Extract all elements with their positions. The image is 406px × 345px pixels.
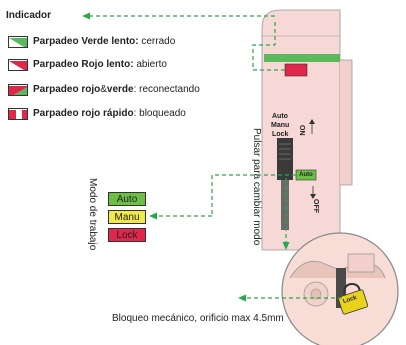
legend-rest: : bloqueado bbox=[133, 108, 186, 119]
switch-label-auto: Auto bbox=[272, 113, 288, 120]
red-fast-swatch bbox=[8, 108, 28, 120]
legend-rest: abierto bbox=[133, 59, 167, 70]
legend-bold-2: verde bbox=[106, 84, 134, 95]
legend-bold: Parpadeo Rojo lento: bbox=[33, 59, 134, 70]
switch-label-manu: Manu bbox=[271, 122, 290, 129]
switch-label-lock: Lock bbox=[272, 131, 289, 138]
mode-auto-box: Auto bbox=[108, 192, 146, 206]
mode-manu-box: Manu bbox=[108, 210, 146, 224]
lock-caption: Bloqueo mecánico, orificio max 4.5mm bbox=[112, 313, 284, 324]
on-label: ON bbox=[298, 125, 305, 136]
legend-rest: : reconectando bbox=[133, 84, 200, 95]
legend-bold: Parpadeo rojo rápido bbox=[33, 108, 134, 119]
mode-lock-box: Lock bbox=[108, 228, 146, 242]
off-label: OFF bbox=[312, 199, 319, 213]
legend-bold: Parpadeo Verde lento: bbox=[33, 36, 139, 47]
auto-mode-button[interactable]: Auto bbox=[299, 172, 313, 178]
red-slow-swatch bbox=[8, 59, 28, 71]
legend-bold: Parpadeo rojo bbox=[33, 84, 101, 95]
indicator-title: Indicador bbox=[6, 10, 52, 21]
press-hint-label: Pulsar para cambiar modo bbox=[251, 128, 262, 246]
green-slow-swatch bbox=[8, 36, 28, 48]
legend-rest: cerrado bbox=[138, 36, 176, 47]
legend-amp: & bbox=[100, 84, 107, 95]
red-green-swatch bbox=[8, 84, 28, 96]
